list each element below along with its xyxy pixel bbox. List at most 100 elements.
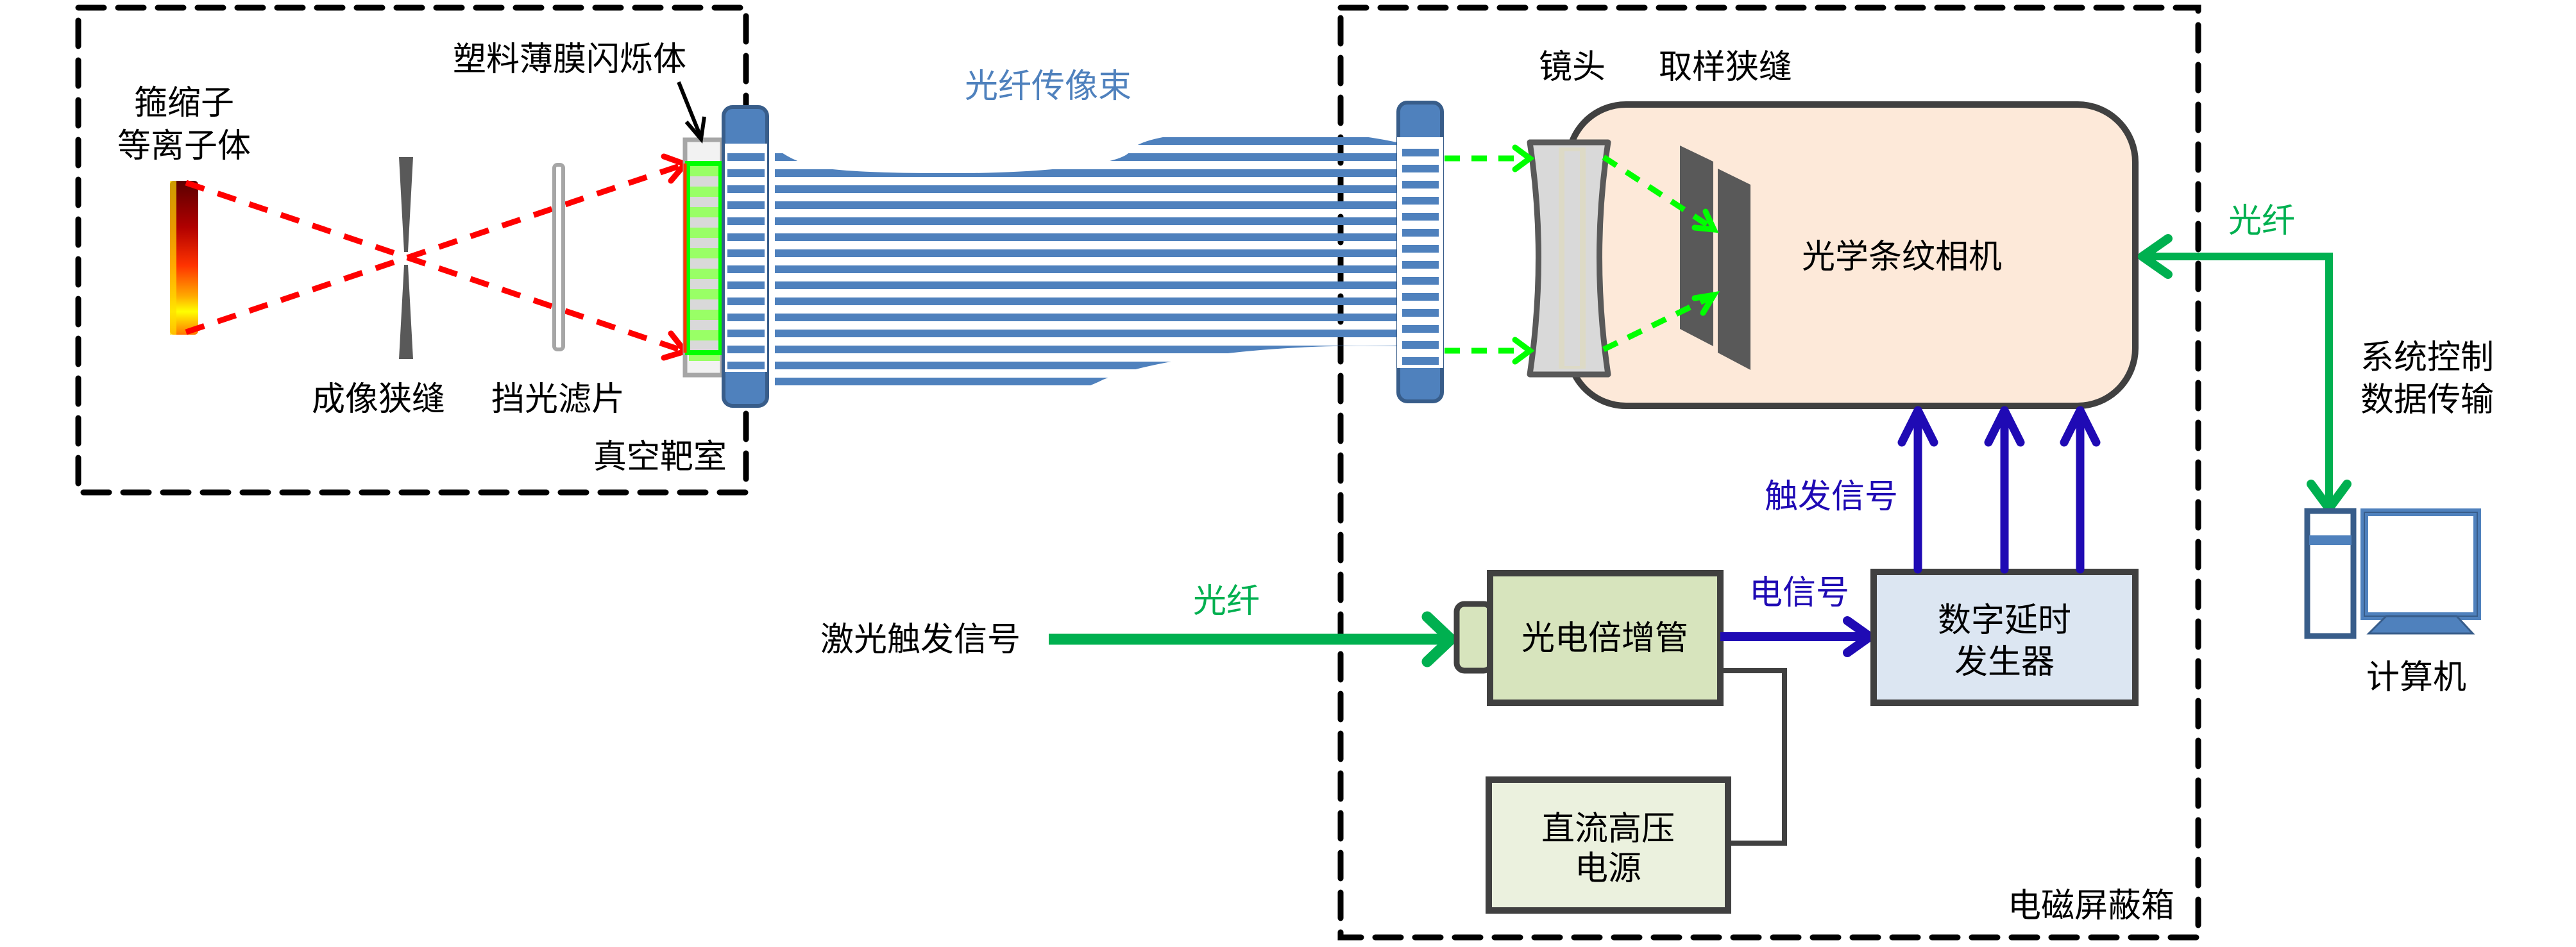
trigger-signal-label: 触发信号 bbox=[1765, 478, 1898, 516]
scintillator-stripe bbox=[689, 310, 720, 320]
connector-right-strand bbox=[1402, 181, 1439, 189]
fiber-strand bbox=[775, 298, 1397, 305]
beam-lens-to-slit-bottom bbox=[1602, 293, 1714, 353]
filter-plate bbox=[552, 163, 565, 351]
em-shield-border bbox=[1337, 4, 2201, 941]
slit-lower-blade bbox=[399, 265, 413, 359]
slit-upper-blade bbox=[399, 157, 413, 252]
scintillator-stripe bbox=[689, 207, 720, 217]
arrowhead-to-pmt bbox=[1421, 611, 1457, 667]
computer-monitor-stand bbox=[2366, 615, 2475, 635]
delay-generator-label-line2: 发生器 bbox=[1954, 643, 2055, 682]
connector-left-strand bbox=[727, 153, 765, 161]
plasma-label-line1: 箍缩子 bbox=[134, 84, 234, 122]
computer: 计算机 bbox=[2304, 508, 2481, 697]
trigger-arrowhead-1 bbox=[1897, 406, 1938, 447]
beam-lens-to-slit-top bbox=[1602, 155, 1715, 231]
connector-left-strand bbox=[727, 330, 765, 337]
hv-supply-label-line2: 电源 bbox=[1575, 850, 1641, 888]
fiber-strand bbox=[775, 330, 1397, 337]
computer-tower bbox=[2304, 508, 2357, 639]
imaging-slit-label: 成像狭缝 bbox=[312, 380, 445, 419]
scintillator-stripe bbox=[689, 197, 720, 207]
streak-camera: 光学条纹相机 bbox=[1565, 101, 2139, 409]
scintillator-stripe bbox=[689, 320, 720, 330]
plasma-label-line2: 等离子体 bbox=[117, 127, 251, 165]
vacuum-chamber-label: 真空靶室 bbox=[593, 438, 727, 476]
fiber-strand bbox=[775, 201, 1397, 209]
scintillator-stripe bbox=[689, 228, 720, 238]
arrowhead-to-delay bbox=[1843, 616, 1874, 657]
fiber-strand bbox=[775, 314, 1397, 321]
fiber-strand bbox=[775, 346, 1397, 353]
em-shield-label: 电磁屏蔽箱 bbox=[2008, 887, 2174, 925]
fiber-bundle-label: 光纤传像束 bbox=[965, 67, 1131, 106]
beam-bottom-to-top bbox=[185, 161, 686, 335]
arrowhead-lens-bottom bbox=[1512, 337, 1535, 365]
fiber-bundle: 光纤传像束 bbox=[775, 67, 1397, 385]
sampling-slit-plate-1 bbox=[1680, 146, 1713, 346]
em-shield-region: 电磁屏蔽箱 bbox=[1337, 4, 2201, 941]
connector-right-strand bbox=[1402, 245, 1439, 253]
lens-inner-core bbox=[1564, 151, 1580, 366]
scintillator-stripe bbox=[689, 217, 720, 228]
plasma-bar bbox=[170, 181, 198, 335]
connector-left-strand bbox=[727, 265, 765, 273]
connector-left-strand bbox=[727, 298, 765, 305]
scintillator-stripe bbox=[689, 340, 720, 351]
fiber-strand bbox=[775, 265, 1397, 273]
arrowhead-lens-top bbox=[1512, 144, 1535, 172]
arrowhead-slit-bottom bbox=[1691, 290, 1720, 316]
connector-left-strand bbox=[727, 346, 765, 353]
delay-generator-body bbox=[1870, 569, 2139, 706]
sampling-slit-plate-2 bbox=[1718, 169, 1750, 370]
connector-right-strand bbox=[1402, 149, 1439, 156]
computer-monitor bbox=[2360, 508, 2481, 620]
connector-right-strand bbox=[1402, 277, 1439, 285]
fiber-bundle-lines bbox=[775, 137, 1397, 385]
trigger-signal-links bbox=[1897, 406, 2101, 574]
connector-right-fibers bbox=[1402, 149, 1439, 365]
connector-right-strand bbox=[1402, 341, 1439, 349]
connector-left-strand bbox=[727, 185, 765, 193]
connector-right-strand bbox=[1402, 309, 1439, 317]
lens: 镜头 bbox=[1527, 48, 1611, 378]
connector-right-strand bbox=[1402, 229, 1439, 237]
connector-left-strand bbox=[727, 249, 765, 257]
scintillator-stripe bbox=[689, 299, 720, 310]
beam-top-to-bottom bbox=[185, 180, 686, 355]
scintillator-label: 塑料薄膜闪烁体 bbox=[453, 40, 686, 79]
filter-label: 挡光滤片 bbox=[491, 380, 625, 419]
scintillator: 塑料薄膜闪烁体 bbox=[453, 40, 725, 378]
scintillator-pointer-line bbox=[677, 81, 703, 139]
connector-left-strand bbox=[727, 362, 765, 369]
trigger-arrowhead-2 bbox=[1984, 406, 2025, 447]
vacuum-chamber-region: 真空靶室 bbox=[75, 4, 749, 496]
pmt-label: 光电倍增管 bbox=[1521, 619, 1688, 658]
connector-left-fibers bbox=[727, 153, 765, 369]
scintillator-stripe bbox=[689, 269, 720, 279]
lens-label: 镜头 bbox=[1539, 48, 1606, 87]
fiber-strand bbox=[775, 233, 1397, 241]
hv-supply-label-line1: 直流高压 bbox=[1541, 810, 1675, 848]
connector-right-strand bbox=[1402, 325, 1439, 333]
pmt-body bbox=[1487, 570, 1724, 706]
connector-left-strand bbox=[727, 217, 765, 225]
delay-generator: 数字延时 发生器 bbox=[1870, 569, 2139, 706]
computer-tower-drive bbox=[2309, 535, 2351, 545]
laser-fiber-label: 光纤 bbox=[1193, 582, 1260, 621]
scintillator-film bbox=[685, 161, 724, 355]
filter: 挡光滤片 bbox=[491, 163, 625, 419]
scintillator-stripe bbox=[689, 279, 720, 289]
connector-left-strand bbox=[727, 233, 765, 241]
hv-wire bbox=[1720, 668, 1787, 846]
fiber-strand bbox=[775, 185, 1397, 193]
scintillator-stripe bbox=[689, 248, 720, 258]
scintillator-stripe bbox=[689, 238, 720, 248]
scintillator-stripe bbox=[689, 289, 720, 299]
connector-left-strand bbox=[727, 314, 765, 321]
scintillator-stripe bbox=[689, 187, 720, 197]
computer-label: 计算机 bbox=[2366, 658, 2466, 697]
laser-trigger-input: 激光触发信号 光纤 bbox=[820, 582, 1457, 667]
